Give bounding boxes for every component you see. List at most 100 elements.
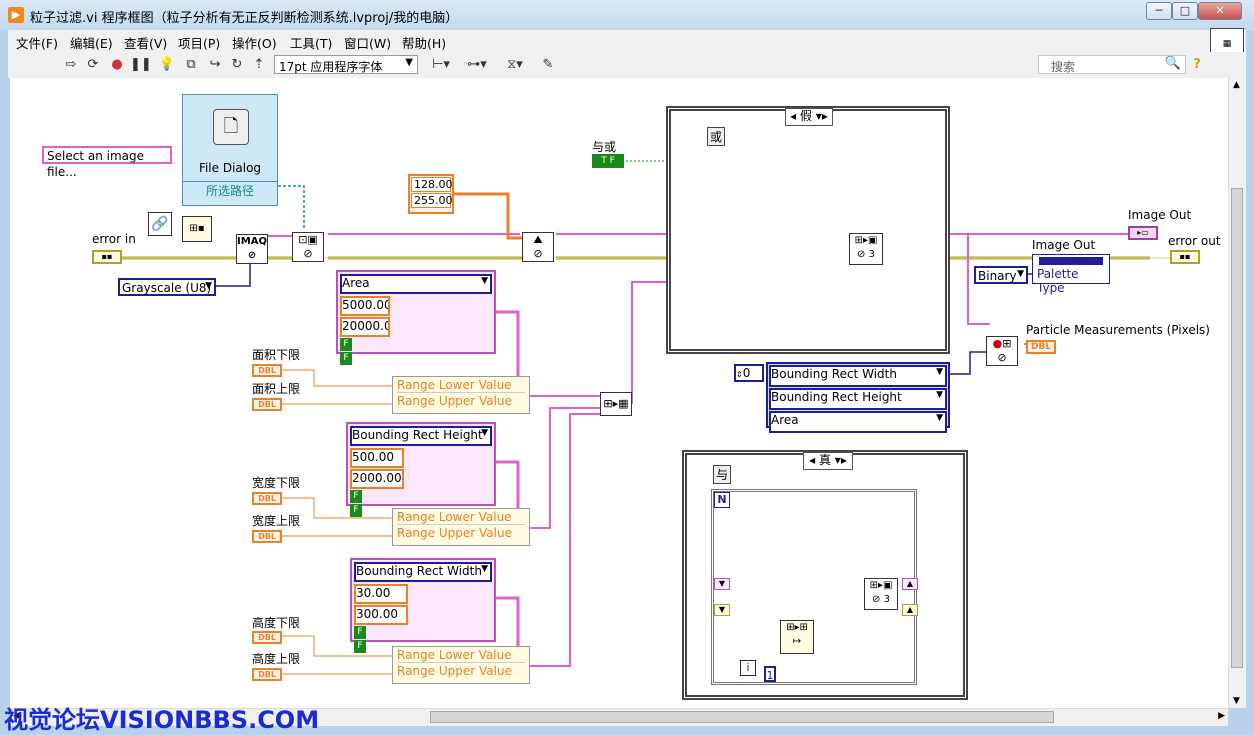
- build-array-node[interactable]: ⊞▸▦: [600, 392, 632, 416]
- menu-window[interactable]: 窗口(W): [344, 36, 392, 51]
- loop-count-terminal[interactable]: N: [714, 492, 730, 508]
- imaq-create-node[interactable]: IMAQ⊘: [236, 234, 268, 264]
- shift-register-left-1[interactable]: ▼: [714, 578, 730, 590]
- filter-param-area[interactable]: Area▼: [340, 274, 492, 294]
- step-out-icon[interactable]: ⇡: [253, 57, 265, 72]
- search-icon[interactable]: 🔍: [1164, 56, 1181, 71]
- filter-bool-width-1[interactable]: F: [354, 626, 366, 639]
- filter-upper-height[interactable]: 2000.00: [350, 469, 404, 489]
- filter-bool-height-2[interactable]: F: [350, 504, 362, 517]
- align-objects-icon[interactable]: ⊢▾: [432, 57, 450, 72]
- and-or-bool-constant[interactable]: T F: [592, 154, 624, 168]
- threshold-node[interactable]: ⛰⊘: [522, 232, 554, 262]
- threshold-low[interactable]: 128.00: [411, 177, 453, 192]
- menu-operate[interactable]: 操作(O): [232, 36, 277, 51]
- filter-lower-area[interactable]: 5000.00: [340, 296, 390, 316]
- error-in-terminal[interactable]: ▪▪: [92, 250, 122, 264]
- binary-enum[interactable]: Binary ▼: [974, 266, 1028, 284]
- maximize-button[interactable]: □: [1172, 2, 1198, 20]
- filter-cluster-width[interactable]: Bounding Rect Width▼ 30.00 300.00 F F: [350, 558, 496, 653]
- index-array-node[interactable]: ⊞▸⊞↦: [780, 620, 814, 654]
- close-button[interactable]: ✕: [1198, 2, 1242, 20]
- bundle-node-area[interactable]: Range Lower Value Range Upper Value: [392, 376, 530, 414]
- run-continuously-icon[interactable]: ⟳: [87, 57, 99, 72]
- bundle-node-width[interactable]: Range Lower Value Range Upper Value: [392, 508, 530, 546]
- abort-icon[interactable]: ●: [111, 57, 123, 72]
- distribute-objects-icon[interactable]: ⊶▾: [467, 57, 487, 72]
- filter-param-width[interactable]: Bounding Rect Width▼: [354, 562, 492, 582]
- minimize-button[interactable]: ─: [1146, 2, 1172, 20]
- imaq-readfile-node[interactable]: ⊡▣⊘: [292, 232, 324, 262]
- particle-measurements-indicator[interactable]: DBL: [1026, 340, 1056, 354]
- filter-bool-width-2[interactable]: F: [354, 640, 366, 653]
- menu-help[interactable]: 帮助(H): [402, 36, 447, 51]
- case-selector-false[interactable]: ◂ 假 ▾▸: [785, 108, 833, 126]
- step-over-icon[interactable]: ↻: [231, 57, 243, 72]
- scroll-up-icon[interactable]: ▲: [1233, 80, 1240, 90]
- measure-item-1[interactable]: Bounding Rect Height▼: [769, 388, 947, 410]
- height-low-control[interactable]: DBL: [252, 631, 282, 644]
- filter-lower-height[interactable]: 500.00: [350, 448, 404, 468]
- filter-bool-height-1[interactable]: F: [350, 490, 362, 503]
- measure-array-constant[interactable]: Bounding Rect Width▼ Bounding Rect Heigh…: [766, 362, 950, 433]
- vertical-scrollbar[interactable]: ▲ ▼: [1228, 78, 1246, 708]
- help-icon[interactable]: ?: [1193, 57, 1201, 72]
- measure-item-0[interactable]: Bounding Rect Width▼: [769, 365, 947, 387]
- shift-register-right-2[interactable]: ▲: [902, 604, 918, 616]
- font-select[interactable]: 17pt 应用程序字体 ▼: [274, 55, 418, 74]
- shift-register-right-1[interactable]: ▲: [902, 578, 918, 590]
- width-high-control[interactable]: DBL: [252, 530, 282, 543]
- threshold-range-cluster[interactable]: 128.00 255.00: [408, 174, 454, 214]
- measure-item-2[interactable]: Area▼: [769, 411, 947, 433]
- grayscale-enum[interactable]: Grayscale (U8) ▼: [118, 278, 216, 296]
- image-out-unbundle[interactable]: Palette Type: [1032, 254, 1110, 295]
- filter-bool-area-2[interactable]: F: [340, 352, 352, 365]
- menu-project[interactable]: 项目(P): [178, 36, 221, 51]
- scroll-down-icon[interactable]: ▼: [1233, 696, 1240, 706]
- case-selector-true[interactable]: ◂ 真 ▾▸: [803, 452, 853, 470]
- filter-cluster-area[interactable]: Area▼ 5000.00 20000.00 F F: [336, 270, 496, 365]
- filter-param-height[interactable]: Bounding Rect Height▼: [350, 426, 492, 446]
- error-out-terminal[interactable]: ▪▪: [1170, 250, 1200, 264]
- reorder-icon[interactable]: ⧖▾: [507, 57, 523, 72]
- vertical-scroll-thumb[interactable]: [1231, 188, 1243, 668]
- for-loop[interactable]: N i 1 ⊞▸▣⊘ 3 ⊞▸⊞↦ ▼ ▼ ▲ ▲: [711, 489, 918, 685]
- pause-icon[interactable]: ❚❚: [130, 57, 152, 72]
- menu-file[interactable]: 文件(F): [16, 36, 58, 51]
- area-high-control[interactable]: DBL: [252, 398, 282, 411]
- shift-register-left-2[interactable]: ▼: [714, 604, 730, 616]
- file-prompt-constant[interactable]: Select an image file...: [42, 146, 172, 179]
- menu-edit[interactable]: 编辑(E): [70, 36, 113, 51]
- filter-upper-width[interactable]: 300.00: [354, 605, 408, 625]
- area-low-control[interactable]: DBL: [252, 364, 282, 377]
- particle-filter-node[interactable]: ⊞▸▣⊘ 3: [849, 233, 883, 265]
- run-arrow-icon[interactable]: ⇨: [65, 57, 77, 72]
- filter-cluster-height[interactable]: Bounding Rect Height▼ 500.00 2000.00 F F: [346, 422, 496, 517]
- case-structure-true[interactable]: ◂ 真 ▾▸ 与 N i 1 ⊞▸▣⊘ 3 ⊞▸⊞↦ ▼ ▼ ▲ ▲: [682, 450, 968, 700]
- filter-bool-area-1[interactable]: F: [340, 338, 352, 351]
- threshold-high[interactable]: 255.00: [411, 193, 453, 208]
- search-box[interactable]: 搜索 🔍: [1038, 55, 1186, 74]
- scroll-left-icon[interactable]: ◀: [13, 711, 20, 721]
- width-low-control[interactable]: DBL: [252, 492, 282, 505]
- cluster-constant-icon[interactable]: ⊞▪: [182, 216, 212, 242]
- image-out-indicator-1[interactable]: ▸▭: [1128, 226, 1158, 240]
- block-diagram[interactable]: 🗋 File Dialog 所选路径 Select an image file.…: [10, 78, 1228, 708]
- horizontal-scroll-thumb[interactable]: [430, 711, 1054, 723]
- search-input[interactable]: 搜索: [1051, 60, 1076, 74]
- constant-one[interactable]: 1: [764, 666, 776, 682]
- link-icon[interactable]: 🔗: [148, 212, 172, 236]
- highlight-execution-icon[interactable]: 💡: [158, 57, 176, 72]
- cleanup-diagram-icon[interactable]: ✎: [542, 57, 554, 72]
- menu-view[interactable]: 查看(V): [124, 36, 168, 51]
- scroll-right-icon[interactable]: ▶: [1218, 711, 1225, 721]
- filter-upper-area[interactable]: 20000.00: [340, 317, 390, 337]
- measure-index-constant[interactable]: ⇕0: [734, 364, 764, 382]
- bundle-node-height[interactable]: Range Lower Value Range Upper Value: [392, 646, 530, 684]
- file-dialog-node[interactable]: 🗋 File Dialog 所选路径: [182, 94, 278, 206]
- menu-tools[interactable]: 工具(T): [290, 36, 333, 51]
- height-high-control[interactable]: DBL: [252, 668, 282, 681]
- horizontal-scrollbar[interactable]: ◀ ▶: [10, 708, 1228, 726]
- particle-filter-node-inner[interactable]: ⊞▸▣⊘ 3: [864, 578, 898, 610]
- filter-lower-width[interactable]: 30.00: [354, 584, 408, 604]
